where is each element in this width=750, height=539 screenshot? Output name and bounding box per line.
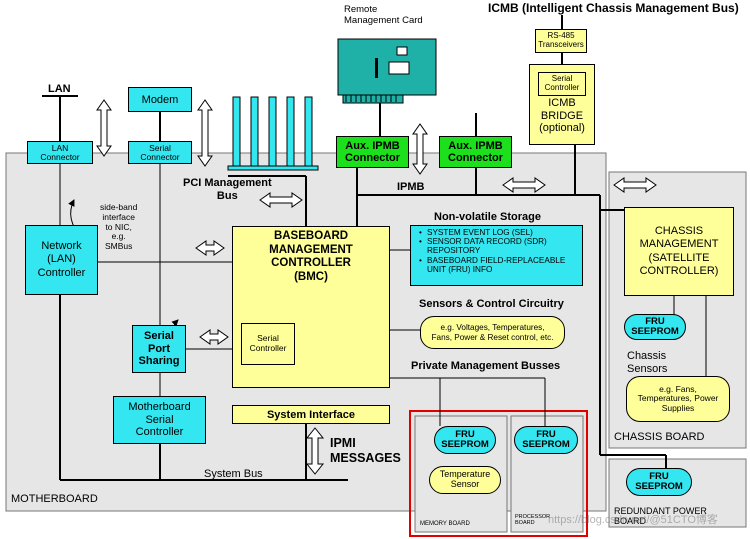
sideband-note: side-band interface to NIC, e.g. SMBus [100, 202, 138, 252]
aux-ipmb-connector-2: Aux. IPMB Connector [439, 136, 512, 168]
bmc-serial-controller: Serial Controller [241, 323, 295, 365]
redundant-fru-seeprom: FRU SEEPROM [626, 468, 692, 496]
icmb-bridge: Serial Controller ICMB BRIDGE (optional) [529, 64, 595, 145]
nv-storage-title: Non-volatile Storage [434, 211, 541, 223]
memory-board-label: MEMORY BOARD [420, 521, 470, 527]
bmc-box: BASEBOARD MANAGEMENT CONTROLLER (BMC) Se… [232, 226, 390, 388]
bmc-title: BASEBOARD MANAGEMENT CONTROLLER (BMC) [269, 230, 353, 283]
icmb-bridge-label: ICMB BRIDGE (optional) [539, 97, 585, 135]
system-bus-label: System Bus [204, 468, 263, 480]
chassis-mgmt-label: CHASSIS MANAGEMENT (SATELLITE CONTROLLER… [639, 225, 719, 277]
chassis-sensors-label: Chassis Sensors [627, 350, 668, 375]
icmb-serial-controller-label: Serial Controller [544, 74, 580, 92]
modem-label: Modem [141, 93, 179, 106]
system-interface-label: System Interface [266, 408, 356, 421]
system-interface: System Interface [232, 405, 390, 424]
sensors-title: Sensors & Control Circuitry [419, 298, 564, 310]
pci-slots [227, 96, 319, 171]
mb-serial-controller-label: Motherboard Serial Controller [128, 401, 191, 439]
serial-connector: Serial Connector [128, 141, 192, 164]
ipmb-label: IPMB [397, 181, 425, 193]
network-controller-label: Network (LAN) Controller [37, 240, 86, 279]
sensors-examples: e.g. Voltages, Temperatures, Fans, Power… [420, 316, 565, 349]
remote-card-label: Remote Management Card [344, 4, 423, 26]
sensors-examples-label: e.g. Voltages, Temperatures, Fans, Power… [431, 323, 554, 342]
private-busses-label: Private Management Busses [411, 360, 561, 372]
memory-fru-seeprom: FRU SEEPROM [434, 426, 496, 454]
serial-port-sharing-label: Serial Port Sharing [138, 330, 180, 368]
highlight-frame [409, 410, 588, 537]
modem-box: Modem [128, 87, 192, 112]
redundant-board-label: REDUNDANT POWER BOARD [614, 506, 707, 527]
memory-temperature-sensor: Temperature Sensor [429, 466, 501, 494]
aux-ipmb-1-label: Aux. IPMB Connector [345, 139, 400, 164]
rs485-label: RS-485 Transceivers [538, 31, 584, 49]
aux-ipmb-connector-1: Aux. IPMB Connector [336, 136, 409, 168]
double-arrows [96, 99, 657, 475]
bmc-serial-controller-label: Serial Controller [249, 333, 287, 353]
lan-connector: LAN Connector [27, 141, 93, 164]
icmb-serial-controller: Serial Controller [538, 72, 586, 96]
network-controller: Network (LAN) Controller [25, 225, 98, 295]
motherboard-serial-controller: Motherboard Serial Controller [113, 396, 206, 444]
serial-port-sharing: Serial Port Sharing [132, 325, 186, 373]
rs485-box: RS-485 Transceivers [535, 29, 587, 53]
memory-temp-label: Temperature Sensor [439, 469, 491, 489]
nv-item: SENSOR DATA RECORD (SDR) REPOSITORY [419, 237, 582, 255]
watermark: https://blog.csdn.net/@51CTO博客 [548, 514, 718, 526]
processor-fru-label: FRU SEEPROM [522, 428, 570, 450]
chassis-board-label: CHASSIS BOARD [614, 431, 705, 443]
chassis-management-controller: CHASSIS MANAGEMENT (SATELLITE CONTROLLER… [624, 207, 734, 296]
ipmi-messages: IPMI MESSAGES [330, 436, 401, 465]
chassis-fru-seeprom: FRU SEEPROM [624, 314, 686, 340]
aux-ipmb-2-label: Aux. IPMB Connector [448, 139, 503, 164]
remote-management-card [337, 38, 437, 104]
nv-storage-box: SYSTEM EVENT LOG (SEL) SENSOR DATA RECOR… [410, 225, 583, 286]
chassis-sensors-examples: e.g. Fans, Temperatures, Power Supplies [626, 376, 730, 422]
nv-item: BASEBOARD FIELD-REPLACEABLE UNIT (FRU) I… [419, 256, 582, 274]
chassis-examples-label: e.g. Fans, Temperatures, Power Supplies [637, 383, 719, 413]
pci-bus-label: PCI Management Bus [183, 177, 272, 202]
memory-fru-label: FRU SEEPROM [441, 428, 489, 450]
lan-label: LAN [48, 83, 71, 95]
nv-item: SYSTEM EVENT LOG (SEL) [419, 228, 579, 237]
nv-items-list: SYSTEM EVENT LOG (SEL) SENSOR DATA RECOR… [417, 228, 579, 274]
lan-connector-label: LAN Connector [40, 142, 80, 162]
processor-board-label: PROCESSOR BOARD [515, 514, 551, 527]
chassis-fru-label: FRU SEEPROM [631, 315, 679, 337]
serial-connector-label: Serial Connector [140, 142, 180, 162]
processor-fru-seeprom: FRU SEEPROM [514, 426, 578, 454]
motherboard-label: MOTHERBOARD [11, 493, 98, 505]
icmb-title: ICMB (Intelligent Chassis Management Bus… [488, 1, 739, 15]
redundant-fru-label: FRU SEEPROM [635, 470, 683, 492]
